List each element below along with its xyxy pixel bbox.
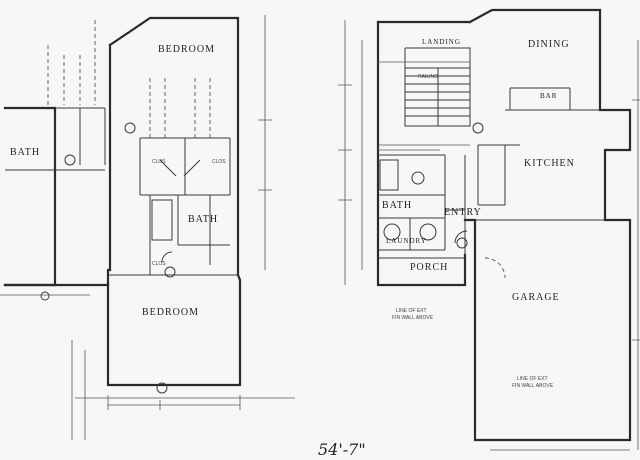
bath-laundry-walls bbox=[378, 154, 466, 255]
stair-treads bbox=[405, 68, 470, 126]
bedroom-upper-tag bbox=[124, 122, 136, 134]
label-line-of-ext-porch: LINE OF EXT bbox=[396, 308, 427, 314]
left-wing-dimensions bbox=[0, 294, 90, 440]
bath-right-toilet bbox=[411, 171, 425, 185]
room-label-bath-left: BATH bbox=[10, 147, 40, 158]
label-wall-above-porch: FIN WALL ABOVE bbox=[392, 315, 434, 321]
left-wing-wall bbox=[3, 106, 57, 287]
label-railing: RAILING bbox=[418, 74, 438, 80]
bedroom-dashed-lines bbox=[149, 78, 211, 138]
upper-floor-plan bbox=[0, 15, 295, 440]
upper-left-dashed-lines bbox=[47, 20, 96, 105]
room-label-bath-mid: BATH bbox=[188, 214, 218, 225]
room-label-laundry: LAUNDRY bbox=[386, 237, 427, 245]
label-clos-c: CLOS bbox=[152, 261, 166, 267]
main-floor-dimensions-top bbox=[378, 61, 470, 151]
handwritten-dimension: 54'-7" bbox=[318, 440, 366, 459]
dining-kitchen-divider bbox=[505, 87, 600, 111]
upper-floor-outer-wall bbox=[106, 16, 242, 387]
closet-door-swings bbox=[159, 159, 201, 263]
label-clos-b: CLOS bbox=[212, 159, 226, 165]
room-label-landing: LANDING bbox=[422, 38, 461, 46]
landing-walls bbox=[404, 47, 471, 68]
bath-left-walls bbox=[5, 107, 106, 171]
bedroom-tag bbox=[156, 382, 168, 394]
main-floor-left-wall bbox=[376, 20, 467, 287]
room-label-entry: ENTRY bbox=[444, 207, 482, 218]
room-label-bath-right: BATH bbox=[382, 200, 412, 211]
kitchen-counter bbox=[477, 144, 520, 206]
stair-tag bbox=[472, 122, 484, 134]
room-label-kitchen: KITCHEN bbox=[524, 158, 575, 169]
dryer bbox=[419, 223, 437, 241]
room-label-dining: DINING bbox=[528, 39, 570, 50]
room-label-garage: GARAGE bbox=[512, 292, 560, 303]
closet-tag bbox=[164, 266, 176, 278]
main-floor-dimensions-left bbox=[338, 20, 363, 285]
label-wall-above-garage: FIN WALL ABOVE bbox=[512, 383, 554, 389]
hall-tag bbox=[40, 291, 50, 301]
room-label-bar: BAR bbox=[540, 92, 557, 100]
main-floor-outer-wall bbox=[463, 8, 632, 442]
label-line-of-ext-garage: LINE OF EXT bbox=[517, 376, 548, 382]
bath-mid-walls bbox=[149, 195, 230, 276]
room-label-lower-bedroom: BEDROOM bbox=[142, 307, 199, 318]
water-heater bbox=[383, 223, 401, 241]
entry-door-swing bbox=[454, 230, 468, 244]
room-label-upper-bedroom: BEDROOM bbox=[158, 44, 215, 55]
garage-door-swing bbox=[484, 257, 506, 279]
main-floor-dimensions-right bbox=[490, 40, 640, 451]
main-floor-plan bbox=[338, 8, 640, 451]
closet-walls bbox=[139, 137, 231, 196]
entry-tag bbox=[456, 237, 468, 249]
upper-floor-dimensions bbox=[75, 15, 295, 410]
bath-left-tag bbox=[64, 154, 76, 166]
room-label-porch: PORCH bbox=[410, 262, 448, 273]
bath-mid-tub bbox=[151, 199, 173, 241]
bath-right-tub bbox=[379, 159, 399, 191]
label-clos-a: CLOS bbox=[152, 159, 166, 165]
